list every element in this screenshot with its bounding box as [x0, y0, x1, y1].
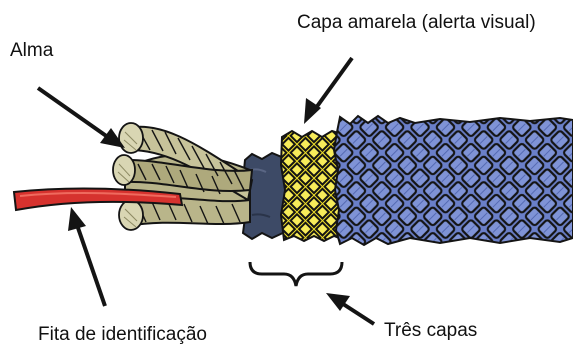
- label-tres-capas: Três capas: [384, 320, 477, 341]
- arrow-tres-capas-icon: [326, 293, 374, 324]
- blue-outer-sheath: [330, 110, 573, 250]
- arrow-fita-icon: [68, 207, 105, 306]
- three-layers-brace: [250, 262, 342, 286]
- label-capa-amarela: Capa amarela (alerta visual): [297, 12, 536, 33]
- label-fita-identificacao: Fita de identificação: [38, 324, 207, 345]
- label-alma: Alma: [10, 40, 54, 61]
- arrow-alma-icon: [38, 88, 125, 148]
- arrow-capa-amarela-icon: [304, 58, 352, 124]
- core-strands: [113, 123, 252, 230]
